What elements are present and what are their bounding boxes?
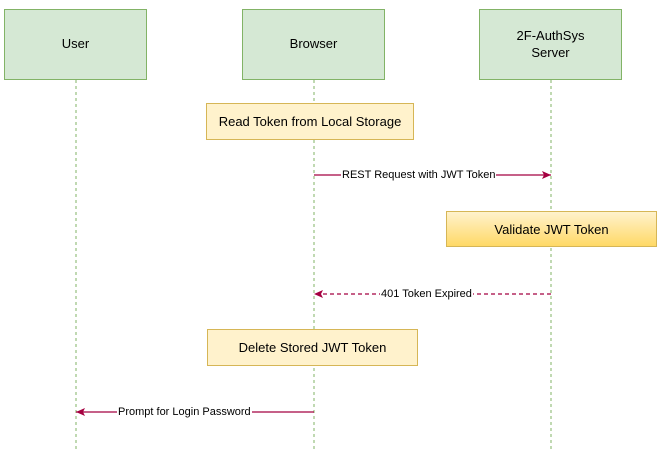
note-validate-jwt: Validate JWT Token bbox=[446, 211, 657, 247]
actor-server-label-line1: 2F-AuthSys bbox=[516, 28, 585, 44]
message-token-expired-label: 401 Token Expired bbox=[380, 287, 473, 301]
message-rest-request-label: REST Request with JWT Token bbox=[341, 168, 497, 182]
message-prompt-login-label: Prompt for Login Password bbox=[117, 405, 252, 419]
actor-browser: Browser bbox=[242, 9, 385, 80]
note-validate-jwt-label: Validate JWT Token bbox=[494, 221, 609, 237]
note-delete-token-label: Delete Stored JWT Token bbox=[238, 340, 387, 355]
actor-user: User bbox=[4, 9, 147, 80]
note-read-token: Read Token from Local Storage bbox=[206, 103, 414, 140]
actor-server: 2F-AuthSys Server bbox=[479, 9, 622, 80]
actor-browser-label: Browser bbox=[289, 36, 338, 52]
note-delete-token: Delete Stored JWT Token bbox=[207, 329, 418, 366]
actor-server-label-line2: Server bbox=[531, 44, 570, 60]
actor-user-label: User bbox=[61, 36, 90, 52]
note-read-token-label: Read Token from Local Storage bbox=[218, 114, 402, 129]
